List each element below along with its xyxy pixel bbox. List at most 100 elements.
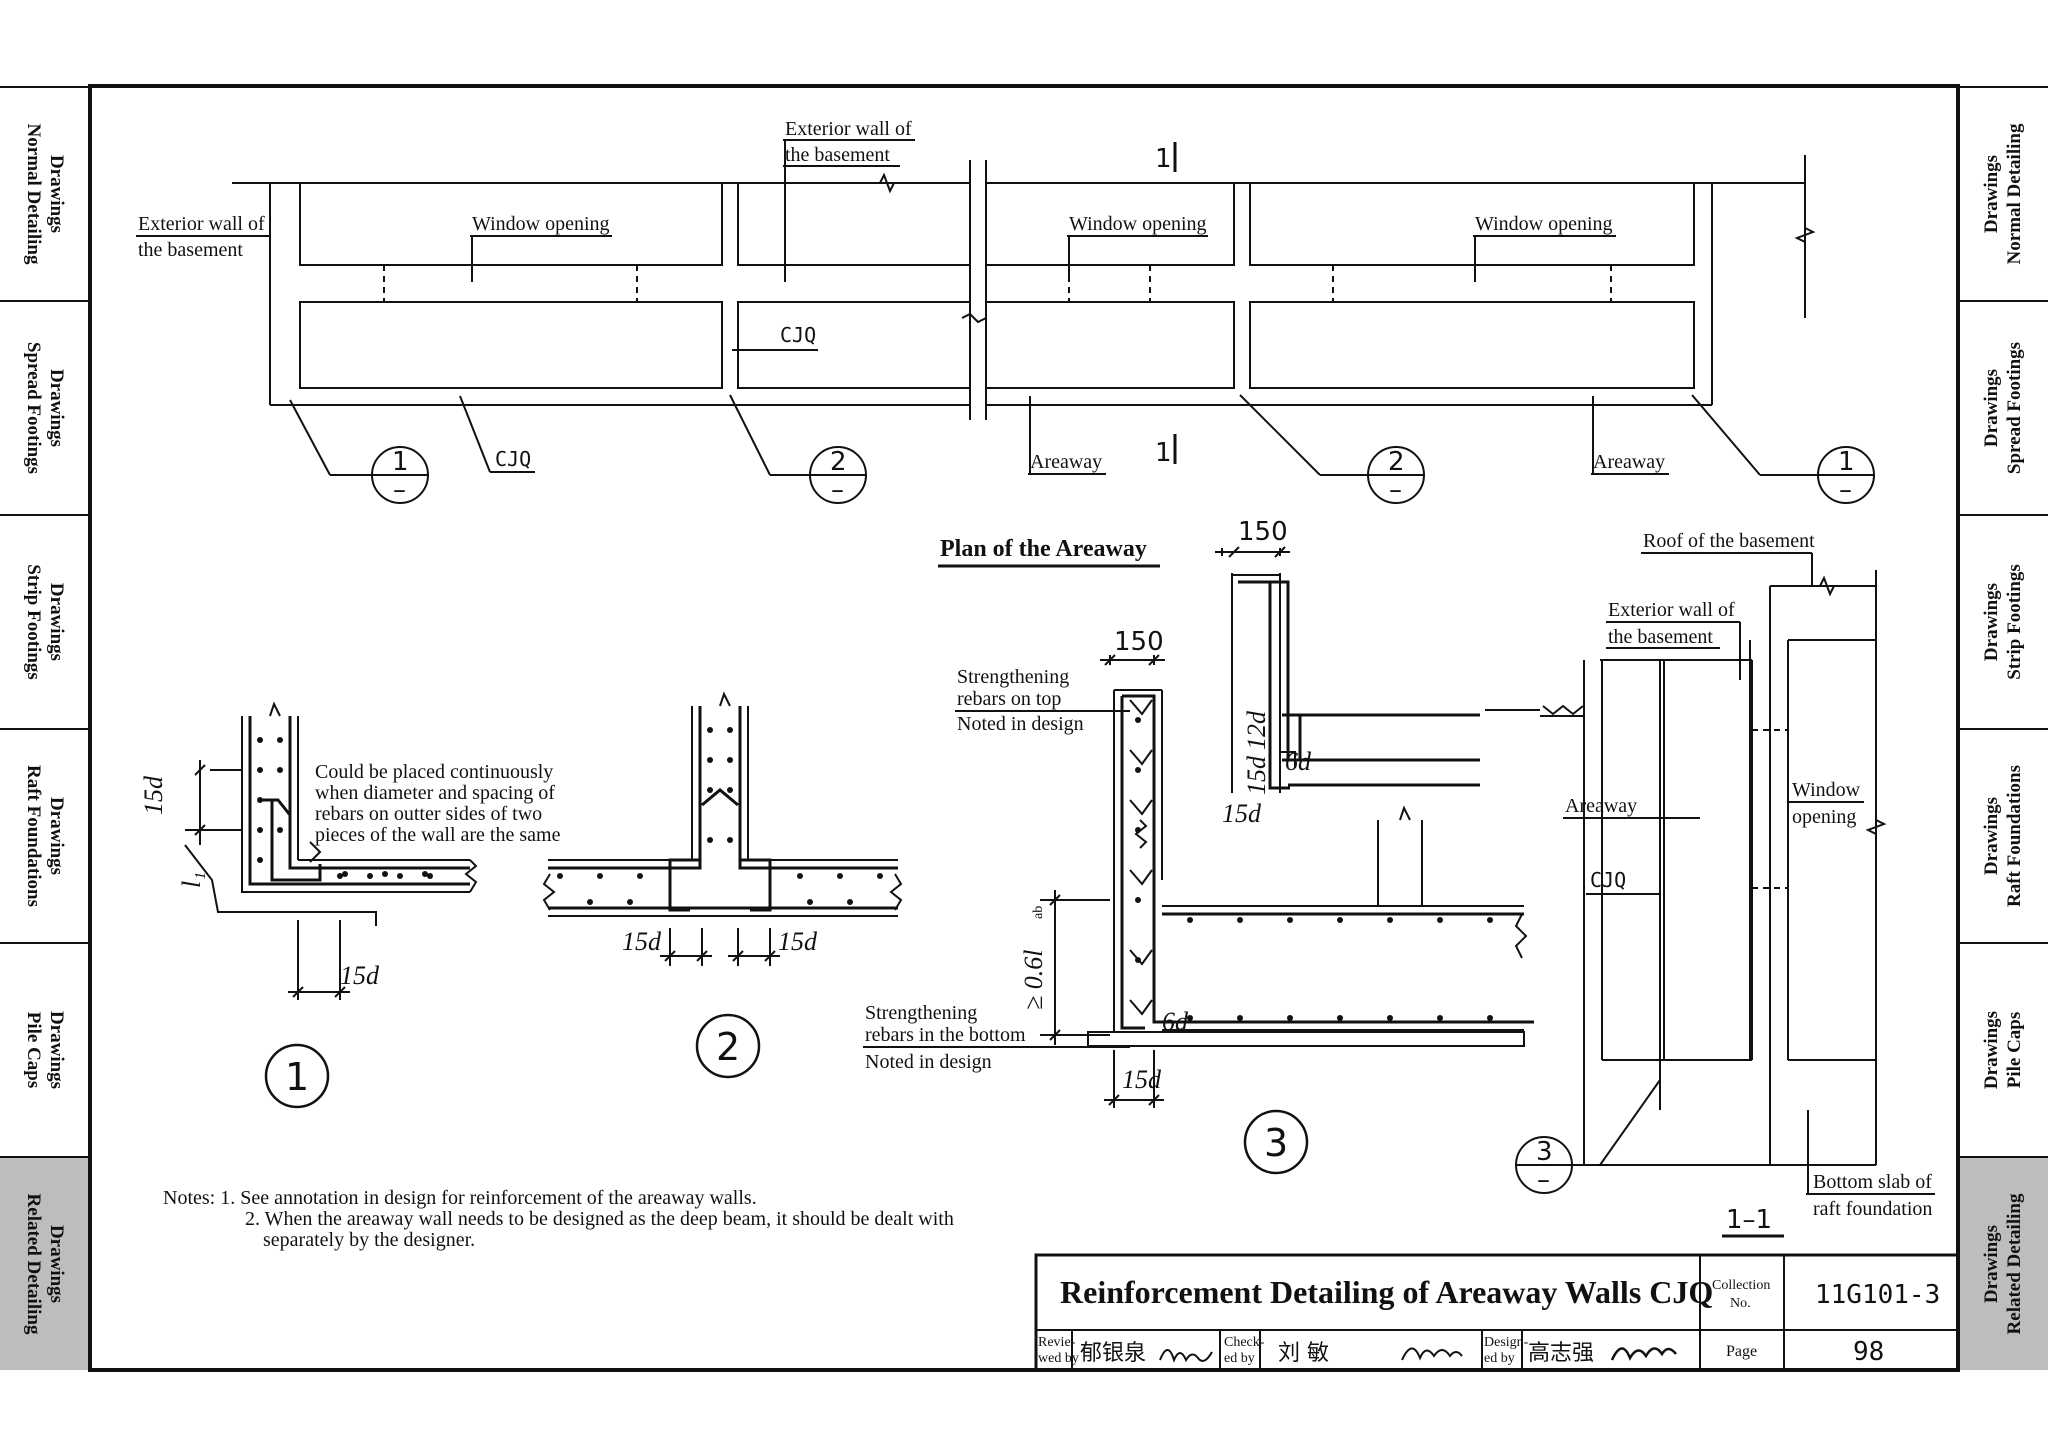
window-opening-label: Window opening (1475, 213, 1613, 235)
rebar-dots (257, 737, 433, 879)
detail2-dim-15d: 15d (778, 927, 818, 956)
detail-label-3 (1245, 1111, 1307, 1173)
plan-exterior-wall-left-label: the basement (138, 239, 243, 261)
areaway-plan: Exterior wall of the basement Exterior w… (136, 118, 1874, 566)
callout-number: 2 (1388, 447, 1405, 477)
window-opening-label: Window opening (472, 213, 610, 235)
section-title: 1–1 (1726, 1205, 1772, 1235)
detail3-dim-lab-sub: ab (1031, 906, 1046, 919)
detail3-dim-6d-top: 6d (1285, 747, 1312, 776)
section-exterior-label: the basement (1608, 626, 1713, 648)
left-tab-spread-footings[interactable]: Drawings Spread Footings (0, 300, 90, 514)
drawing-frame (90, 86, 1958, 1370)
detail3-dim-lab: ≥ 0.6l (1019, 950, 1048, 1011)
callout-sub: – (1839, 475, 1852, 505)
right-tab-normal-detailing[interactable]: Drawings Normal Detailing (1958, 86, 2048, 300)
right-tab-spread-footings[interactable]: Drawings Spread Footings (1958, 300, 2048, 514)
designed-by-label: Design- (1484, 1335, 1529, 1350)
callout-number: 1 (392, 447, 409, 477)
section-cjq-label: CJQ (1590, 868, 1626, 892)
detail-label-number: 2 (716, 1025, 740, 1069)
page-label: Page (1726, 1343, 1757, 1360)
reviewer-signature (1160, 1350, 1212, 1361)
designer-name: 高志强 (1528, 1341, 1594, 1366)
detail1-note: when diameter and spacing of (315, 782, 555, 804)
detail3-dim-15d-v: 15d (1242, 755, 1271, 795)
checker-name: 刘 敏 (1278, 1341, 1329, 1366)
detail3-dim-12d: 12d (1242, 710, 1271, 750)
section-roof-label: Roof of the basement (1643, 530, 1815, 552)
detail-label-number: 1 (285, 1055, 309, 1099)
detail3-dim-6d: 6d (1162, 1007, 1189, 1036)
section-window-label: opening (1792, 806, 1856, 828)
strengthening-top-label: rebars on top (957, 688, 1061, 710)
strengthening-top-label: Strengthening (957, 666, 1069, 688)
designer-signature (1612, 1348, 1676, 1360)
callout-sub: – (1389, 475, 1402, 505)
page-number: 98 (1853, 1337, 1884, 1367)
note-line: 2. When the areaway wall needs to be des… (245, 1208, 954, 1230)
left-tab-strip-footings[interactable]: Drawings Strip Footings (0, 514, 90, 728)
collection-label: Collection (1712, 1278, 1770, 1293)
title-block: Reinforcement Detailing of Areaway Walls… (1036, 1255, 1958, 1370)
left-tab-related-detailing[interactable]: Drawings Related Detailing (0, 1156, 90, 1370)
left-tab-normal-detailing[interactable]: Drawings Normal Detailing (0, 86, 90, 300)
detail1-dim-l1: l₁ (177, 872, 206, 888)
reviewer-name: 郁银泉 (1080, 1341, 1146, 1366)
notes-block: Notes: 1. See annotation in design for r… (163, 1188, 983, 1251)
callout-sub: – (1537, 1165, 1550, 1195)
section-mark-top: 1 (1155, 144, 1172, 174)
checker-signature (1402, 1348, 1462, 1360)
window-opening-label: Window opening (1069, 213, 1207, 235)
detail3-dim-15d-h: 15d (1222, 799, 1262, 828)
areaway-label: Areaway (1030, 451, 1102, 473)
callout-number: 1 (1838, 447, 1855, 477)
detail2-dim-15d: 15d (622, 927, 662, 956)
collection-label: No. (1730, 1296, 1751, 1311)
note-line: separately by the designer. (263, 1229, 476, 1251)
section-areaway-label: Areaway (1565, 795, 1637, 817)
plan-exterior-wall-label: Exterior wall of (785, 118, 912, 140)
detail3-dim-150-mid: 150 (1114, 627, 1164, 657)
detail1-dim-15d-h: 15d (340, 961, 380, 990)
areaway-label: Areaway (1593, 451, 1665, 473)
note-line: Notes: 1. See annotation in design for r… (163, 1187, 757, 1209)
detail-label-2 (697, 1015, 759, 1077)
right-tab-strip-footings[interactable]: Drawings Strip Footings (1958, 514, 2048, 728)
section-bottom-label: raft foundation (1813, 1198, 1932, 1220)
right-tab-raft-foundations[interactable]: Drawings Raft Foundations (1958, 728, 2048, 942)
checked-by-label: Check- (1224, 1335, 1265, 1350)
detail1-note: pieces of the wall are the same (315, 824, 561, 846)
left-tab-raft-foundations[interactable]: Drawings Raft Foundations (0, 728, 90, 942)
detail-2: 15d 15d 2 (544, 694, 901, 1077)
reviewed-by-label: Revie- (1038, 1335, 1076, 1350)
section-window-label: Window (1792, 779, 1861, 801)
callout-number: 3 (1536, 1137, 1553, 1167)
noted-in-design-label: Noted in design (957, 713, 1084, 735)
callout-number: 2 (830, 447, 847, 477)
section-bottom-label: Bottom slab of (1813, 1171, 1932, 1193)
right-tab-related-detailing[interactable]: Drawings Related Detailing (1958, 1156, 2048, 1370)
strengthening-bottom-label: rebars in the bottom (865, 1024, 1026, 1046)
callout-sub: – (831, 475, 844, 505)
rebar-dots (557, 727, 883, 905)
left-tab-pile-caps[interactable]: Drawings Pile Caps (0, 942, 90, 1156)
section-exterior-label: Exterior wall of (1608, 599, 1735, 621)
checked-by-label: ed by (1224, 1351, 1255, 1366)
detail-3: 150 12d 15d 6d 15d (863, 517, 1534, 1173)
plan-exterior-wall-left-label: Exterior wall of (138, 213, 265, 235)
detail-label-number: 3 (1264, 1121, 1288, 1165)
strengthening-bottom-label: Strengthening (865, 1002, 977, 1024)
collection-number: 11G101-3 (1815, 1280, 1940, 1310)
plan-exterior-wall-label: the basement (785, 144, 890, 166)
detail1-note: Could be placed continuously (315, 761, 553, 783)
right-tab-pile-caps[interactable]: Drawings Pile Caps (1958, 942, 2048, 1156)
rebar-dots (1135, 717, 1493, 1021)
detail1-dim-15d: 15d (139, 775, 168, 815)
detail-1: Could be placed continuously when diamet… (139, 704, 561, 1107)
cjq-label: CJQ (780, 323, 816, 347)
section-mark-bottom: 1 (1155, 438, 1172, 468)
reviewed-by-label: wed by (1038, 1351, 1079, 1366)
